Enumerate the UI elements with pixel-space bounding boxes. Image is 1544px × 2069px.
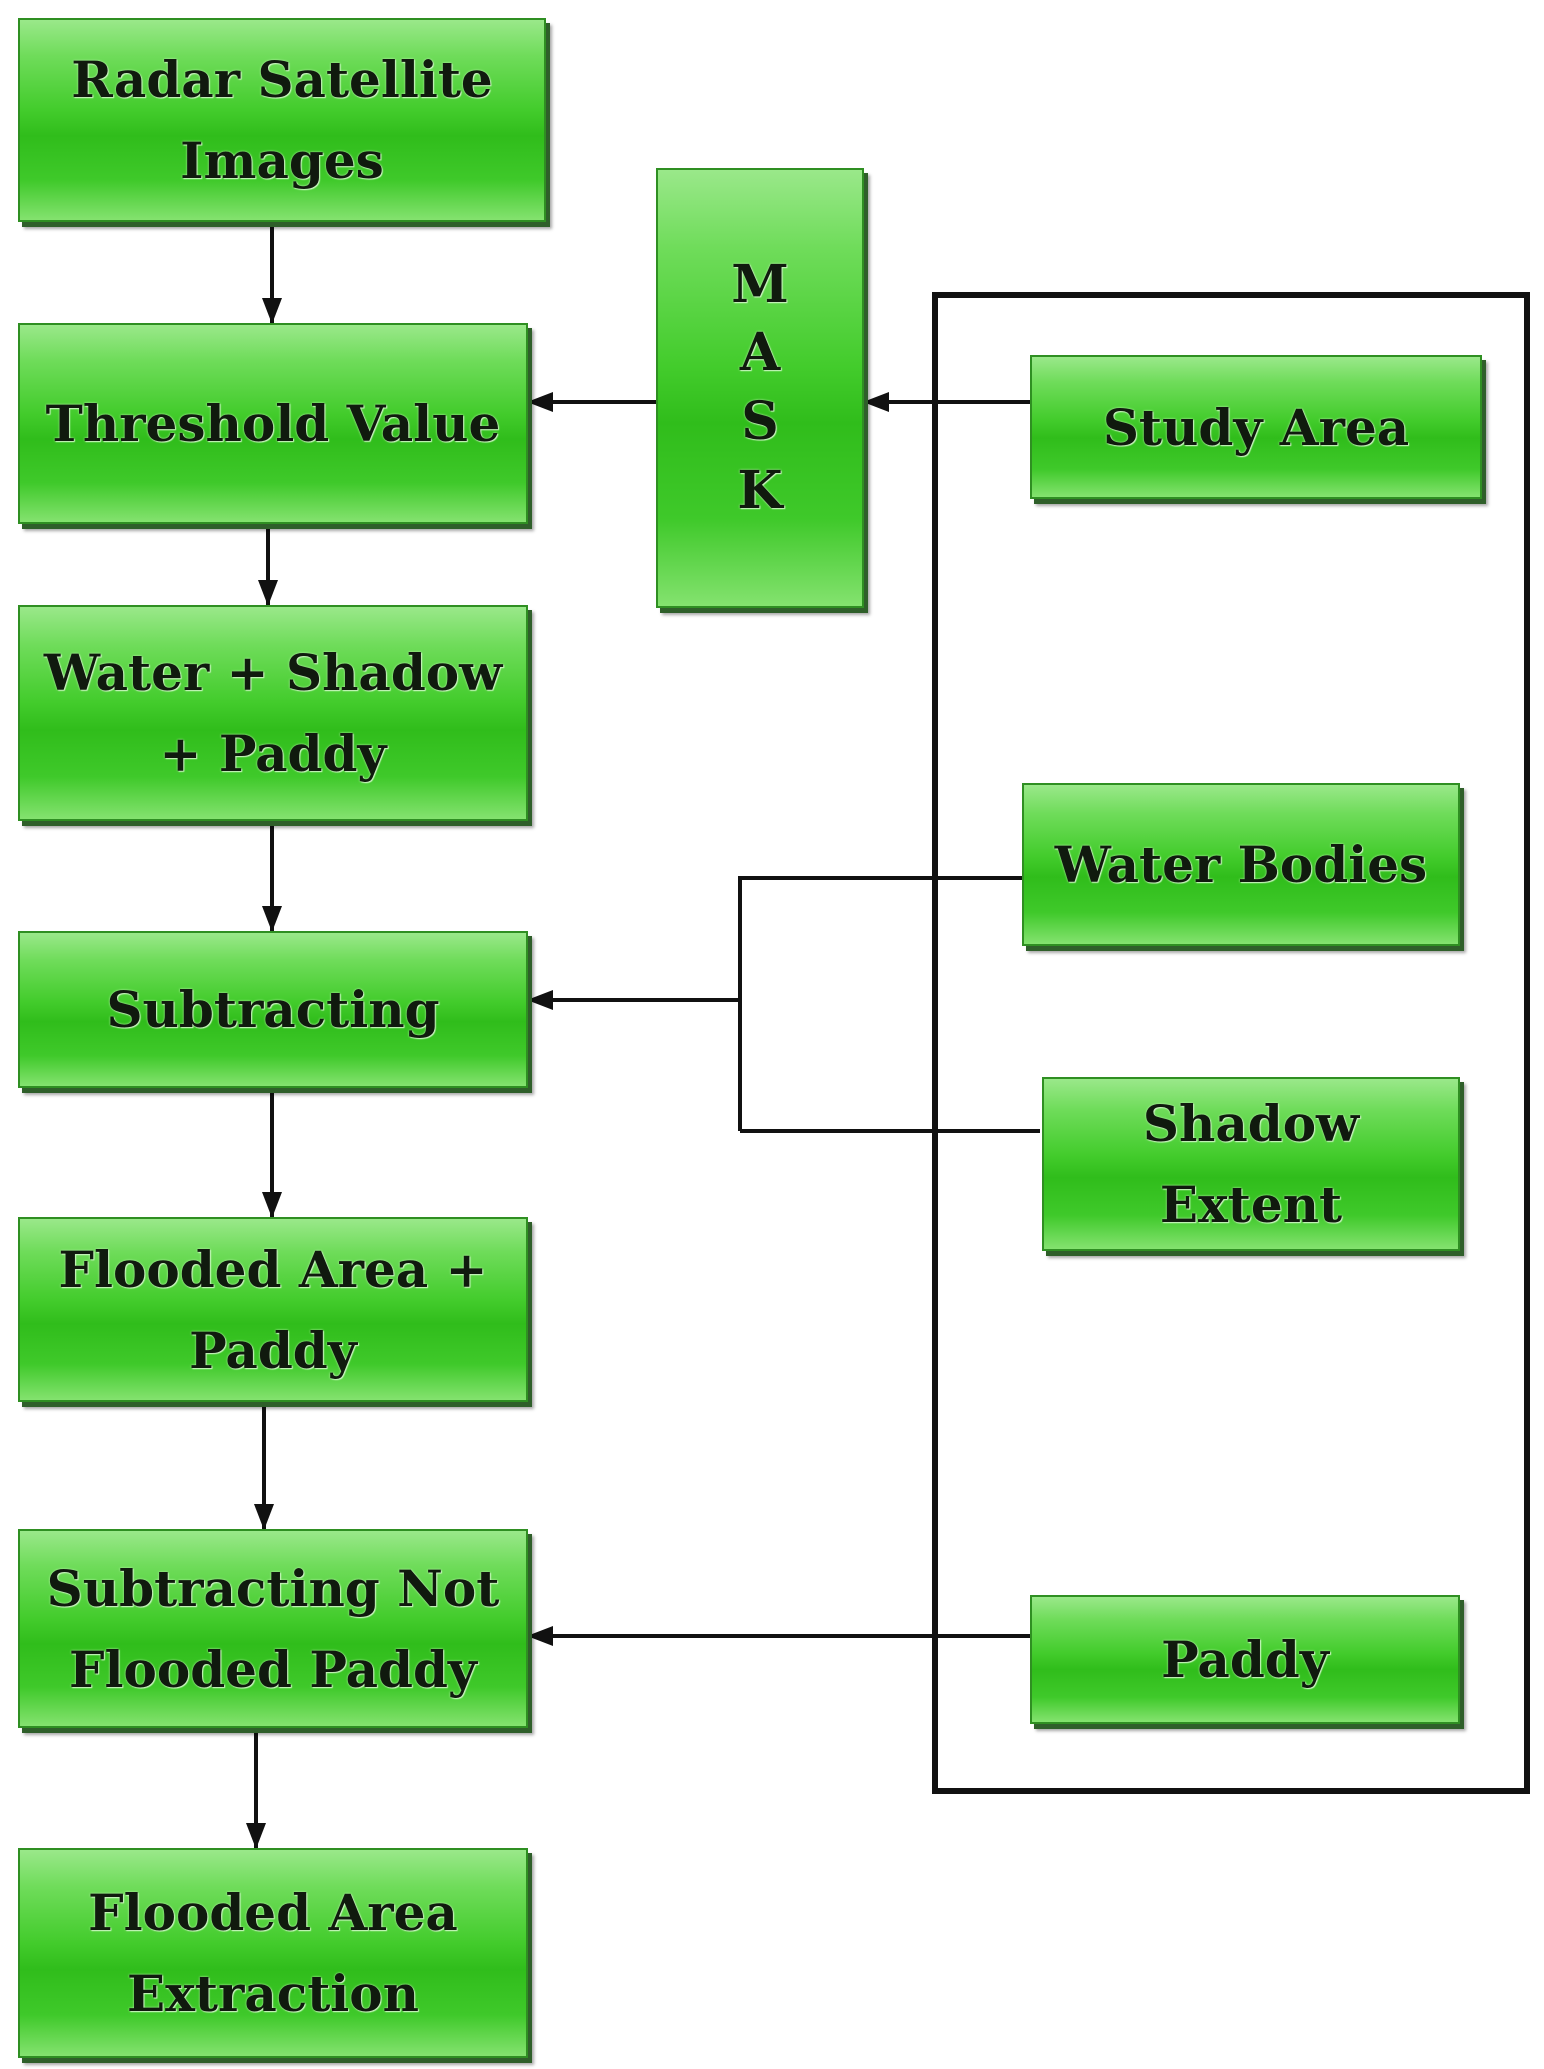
- subtracting-not-flooded-paddy-box: Subtracting Not Flooded Paddy: [18, 1529, 528, 1728]
- water-shadow-paddy-box: Water + Shadow + Paddy: [18, 605, 528, 821]
- flooded-area-extraction-label: Flooded Area Extraction: [88, 1883, 458, 2023]
- study-area-label: Study Area: [1102, 397, 1410, 457]
- threshold-value-label: Threshold Value: [45, 394, 501, 453]
- flooded-area-extraction-box: Flooded Area Extraction: [18, 1848, 528, 2058]
- subtracting-not-flooded-paddy-label: Subtracting Not Flooded Paddy: [46, 1558, 500, 1699]
- water-bodies-label: Water Bodies: [1054, 835, 1428, 894]
- threshold-value-box: Threshold Value: [18, 323, 528, 524]
- mask-box: M A S K: [656, 168, 864, 608]
- subtracting-box: Subtracting: [18, 931, 528, 1088]
- flooded-area-paddy-box: Flooded Area + Paddy: [18, 1217, 528, 1402]
- paddy-box: Paddy: [1030, 1595, 1460, 1724]
- subtracting-label: Subtracting: [106, 980, 440, 1039]
- shadow-extent-label: Shadow Extent: [1142, 1094, 1360, 1234]
- water-bodies-box: Water Bodies: [1022, 783, 1460, 946]
- mask-label: M A S K: [731, 253, 789, 521]
- study-area-box: Study Area: [1030, 355, 1482, 499]
- radar-satellite-images-box: Radar Satellite Images: [18, 18, 546, 222]
- radar-satellite-images-label: Radar Satellite Images: [71, 50, 493, 190]
- mask-layers-group-frame: [932, 292, 1530, 1794]
- shadow-extent-box: Shadow Extent: [1042, 1077, 1460, 1251]
- water-shadow-paddy-label: Water + Shadow + Paddy: [43, 643, 503, 783]
- paddy-label: Paddy: [1161, 1630, 1329, 1689]
- flooded-area-paddy-label: Flooded Area + Paddy: [58, 1239, 488, 1380]
